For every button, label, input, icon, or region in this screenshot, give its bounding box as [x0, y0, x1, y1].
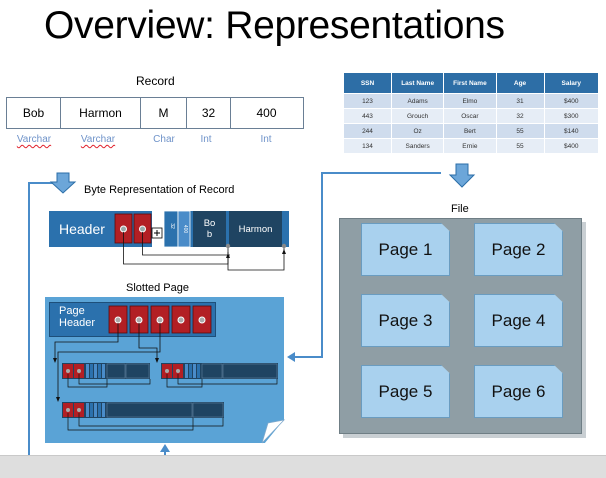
table-row: 244 Oz Bert 55 $140: [343, 123, 600, 139]
type-label-varchar-2: Varchar: [80, 134, 116, 145]
record-header-label: Header: [59, 221, 105, 237]
page-header-label: Page Header: [59, 305, 96, 329]
table-cell: Bert: [443, 123, 497, 139]
record-field-gender: M: [141, 98, 187, 128]
record-field-age: 32: [187, 98, 231, 128]
header-offset-slots: [114, 213, 152, 244]
field-bob-text: Bo: [204, 218, 216, 229]
table-cell: Ernie: [443, 138, 497, 154]
record-label: Record: [136, 74, 175, 88]
slotted-record-1: [62, 363, 150, 379]
table-cell: $400: [543, 138, 600, 154]
field-bob: [193, 211, 226, 247]
field-400-text: 400: [182, 225, 188, 234]
table-cell: $300: [543, 108, 600, 124]
page-header-slots: [108, 305, 212, 334]
field-400: [177, 210, 191, 248]
page-1: Page 1: [361, 223, 450, 276]
table-cell: 134: [343, 138, 392, 154]
record-field-salary: 400: [256, 106, 277, 120]
file-to-page-arrow: [290, 172, 441, 358]
field-harmon-text: Harmon: [239, 224, 273, 235]
record-field-harmon: Harmon: [61, 98, 141, 128]
page-3: Page 3: [361, 294, 450, 347]
slotted-record-2: [161, 363, 278, 379]
table-cell: 123: [343, 93, 392, 109]
column-header-last-name: Last Name: [390, 72, 445, 94]
file-down-arrow-icon: [448, 163, 476, 188]
slide-title: Overview: Representations: [44, 4, 505, 47]
table-row: 123 Adams Elmo 31 $400: [343, 93, 600, 109]
file-label: File: [451, 203, 469, 215]
page-fold: [261, 419, 286, 444]
employee-table-header-row: SSN Last Name First Name Age Salary: [343, 72, 600, 94]
page-6: Page 6: [474, 365, 563, 418]
table-cell: $400: [543, 93, 600, 109]
table-cell: 31: [495, 93, 545, 109]
record-table: Bob Harmon M 32 400: [6, 97, 304, 129]
down-arrow-icon: [49, 172, 77, 194]
byte-representation-label: Byte Representation of Record: [84, 184, 235, 196]
table-cell: Oscar: [443, 108, 497, 124]
type-label-int-1: Int: [200, 134, 212, 145]
table-cell: Grouch: [390, 108, 445, 124]
record-field-bob: Bob: [7, 98, 61, 128]
bottom-toolbar: [0, 455, 606, 478]
type-label-char: Char: [153, 134, 175, 145]
table-row: 134 Sanders Ernie 55 $400: [343, 138, 600, 154]
slotted-record-3: [62, 402, 224, 418]
page-4: Page 4: [474, 294, 563, 347]
slotted-page-label: Slotted Page: [126, 282, 189, 294]
page-5: Page 5: [361, 365, 450, 418]
type-label-varchar-1: Varchar: [16, 134, 52, 145]
table-cell: 55: [495, 138, 545, 154]
page-2: Page 2: [474, 223, 563, 276]
slot-pointers: [54, 323, 161, 399]
svg-text:b: b: [207, 229, 212, 240]
employee-table: SSN Last Name First Name Age Salary 123 …: [343, 72, 600, 154]
type-label-int-2: Int: [260, 134, 272, 145]
column-header-salary: Salary: [543, 72, 600, 94]
field-32-text: 32: [169, 223, 175, 229]
table-cell: Adams: [390, 93, 445, 109]
column-header-first-name: First Name: [443, 72, 497, 94]
field-harmon: [229, 211, 282, 247]
